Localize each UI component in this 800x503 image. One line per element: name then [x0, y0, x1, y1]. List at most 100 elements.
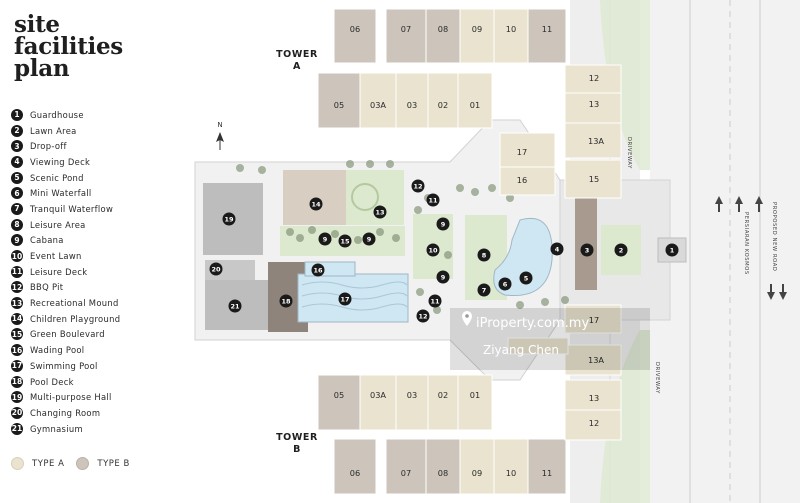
legend-label: Scenic Pond — [30, 172, 84, 183]
svg-text:18: 18 — [281, 298, 291, 306]
svg-text:17: 17 — [340, 296, 349, 304]
unit-label: 15 — [589, 174, 599, 184]
svg-text:12: 12 — [413, 183, 422, 191]
svg-text:7: 7 — [482, 287, 487, 295]
type-b-swatch — [76, 457, 90, 470]
tower-a-units — [317, 8, 622, 199]
watermark-author: Ziyang Chen — [483, 343, 559, 357]
svg-text:12: 12 — [418, 313, 427, 321]
tower-labels: TOWER A TOWER B — [276, 49, 318, 455]
legend-number-marker: 13 — [11, 297, 23, 310]
svg-text:9: 9 — [323, 236, 328, 244]
facility-marker-11: 11 — [428, 294, 442, 308]
legend-label: Recreational Mound — [30, 298, 119, 309]
legend-item: 11 Leisure Deck — [11, 264, 120, 280]
unit-label: 12 — [589, 418, 599, 428]
watermark-site: iProperty.com.my — [476, 316, 589, 331]
unit-label: 05 — [334, 390, 344, 400]
svg-text:3: 3 — [585, 247, 590, 255]
svg-text:9: 9 — [441, 221, 446, 229]
tower-a-label: TOWER — [276, 49, 318, 60]
facility-marker-15: 15 — [338, 234, 352, 248]
legend-label: Green Boulevard — [30, 329, 105, 340]
svg-text:20: 20 — [211, 266, 221, 274]
plan-title: site facilities plan — [14, 11, 123, 82]
tower-b-units — [317, 304, 622, 495]
unit-labels: 06 07 08 09 10 11 05 03A 03 02 01 12 13 … — [334, 24, 605, 478]
legend-label: Event Lawn — [30, 251, 82, 262]
legend-number-marker: 5 — [11, 171, 23, 184]
type-a-legend: TYPE A — [11, 457, 64, 470]
facility-marker-19: 19 — [222, 212, 236, 226]
road-labels: DRIVEWAY DRIVEWAY PERSIARAN KOSMOS PROPO… — [626, 137, 777, 394]
legend-label: BBQ Pit — [30, 282, 64, 293]
tower-b-label: TOWER — [276, 432, 318, 443]
legend-label: Drop-off — [30, 141, 67, 152]
unit-label: 11 — [542, 468, 552, 478]
facility-marker-5: 5 — [519, 271, 533, 285]
svg-text:11: 11 — [428, 197, 438, 205]
svg-text:19: 19 — [224, 216, 234, 224]
unit-label: 10 — [506, 468, 516, 478]
legend-number-marker: 4 — [11, 155, 23, 168]
facility-marker-9: 9 — [436, 217, 450, 231]
legend-number-marker: 11 — [11, 265, 23, 278]
legend-label: Mini Waterfall — [30, 188, 92, 199]
title-line: site — [14, 11, 60, 38]
unit-label: 13 — [589, 99, 599, 109]
legend-item: 7 Tranquil Waterflow — [11, 201, 120, 217]
svg-text:1: 1 — [670, 247, 675, 255]
title-line: plan — [14, 55, 70, 82]
unit-label: 02 — [438, 390, 448, 400]
unit-label: 01 — [470, 390, 480, 400]
legend-label: Leisure Deck — [30, 266, 88, 277]
legend-number-marker: 2 — [11, 124, 23, 137]
svg-text:6: 6 — [503, 281, 508, 289]
svg-text:21: 21 — [230, 303, 240, 311]
legend-label: Tranquil Waterflow — [30, 203, 114, 214]
svg-text:4: 4 — [555, 246, 560, 254]
legend-number-marker: 7 — [11, 202, 23, 215]
facility-marker-21: 21 — [228, 299, 242, 313]
legend-number-marker: 17 — [11, 359, 23, 372]
unit-label: 07 — [401, 468, 411, 478]
facility-marker-13: 13 — [373, 205, 387, 219]
type-b-label: TYPE B — [97, 458, 130, 469]
legend-label: Gymnasium — [30, 423, 83, 434]
facility-marker-6: 6 — [498, 277, 512, 291]
unit-label: 01 — [470, 100, 480, 110]
tower-a-letter: A — [293, 61, 301, 72]
svg-text:9: 9 — [367, 236, 372, 244]
svg-text:8: 8 — [482, 252, 487, 260]
legend-number-marker: 9 — [11, 234, 23, 247]
unit-label: 11 — [542, 24, 552, 34]
unit-label: 06 — [350, 468, 360, 478]
facility-marker-3: 3 — [580, 243, 594, 257]
facility-marker-18: 18 — [279, 294, 293, 308]
legend-label: Pool Deck — [30, 376, 74, 387]
type-a-label: TYPE A — [32, 458, 65, 469]
legend-label: Multi-purpose Hall — [30, 392, 112, 403]
unit-label: 03 — [407, 390, 417, 400]
facility-marker-9: 9 — [318, 232, 332, 246]
unit-label: 09 — [472, 24, 482, 34]
legend-number-marker: 8 — [11, 218, 23, 231]
tower-b-letter: B — [293, 444, 301, 455]
svg-text:10: 10 — [428, 247, 438, 255]
legend-number-marker: 15 — [11, 328, 23, 341]
svg-text:5: 5 — [524, 275, 529, 283]
legend-item: 13 Recreational Mound — [11, 295, 120, 311]
facility-marker-12: 12 — [411, 179, 425, 193]
